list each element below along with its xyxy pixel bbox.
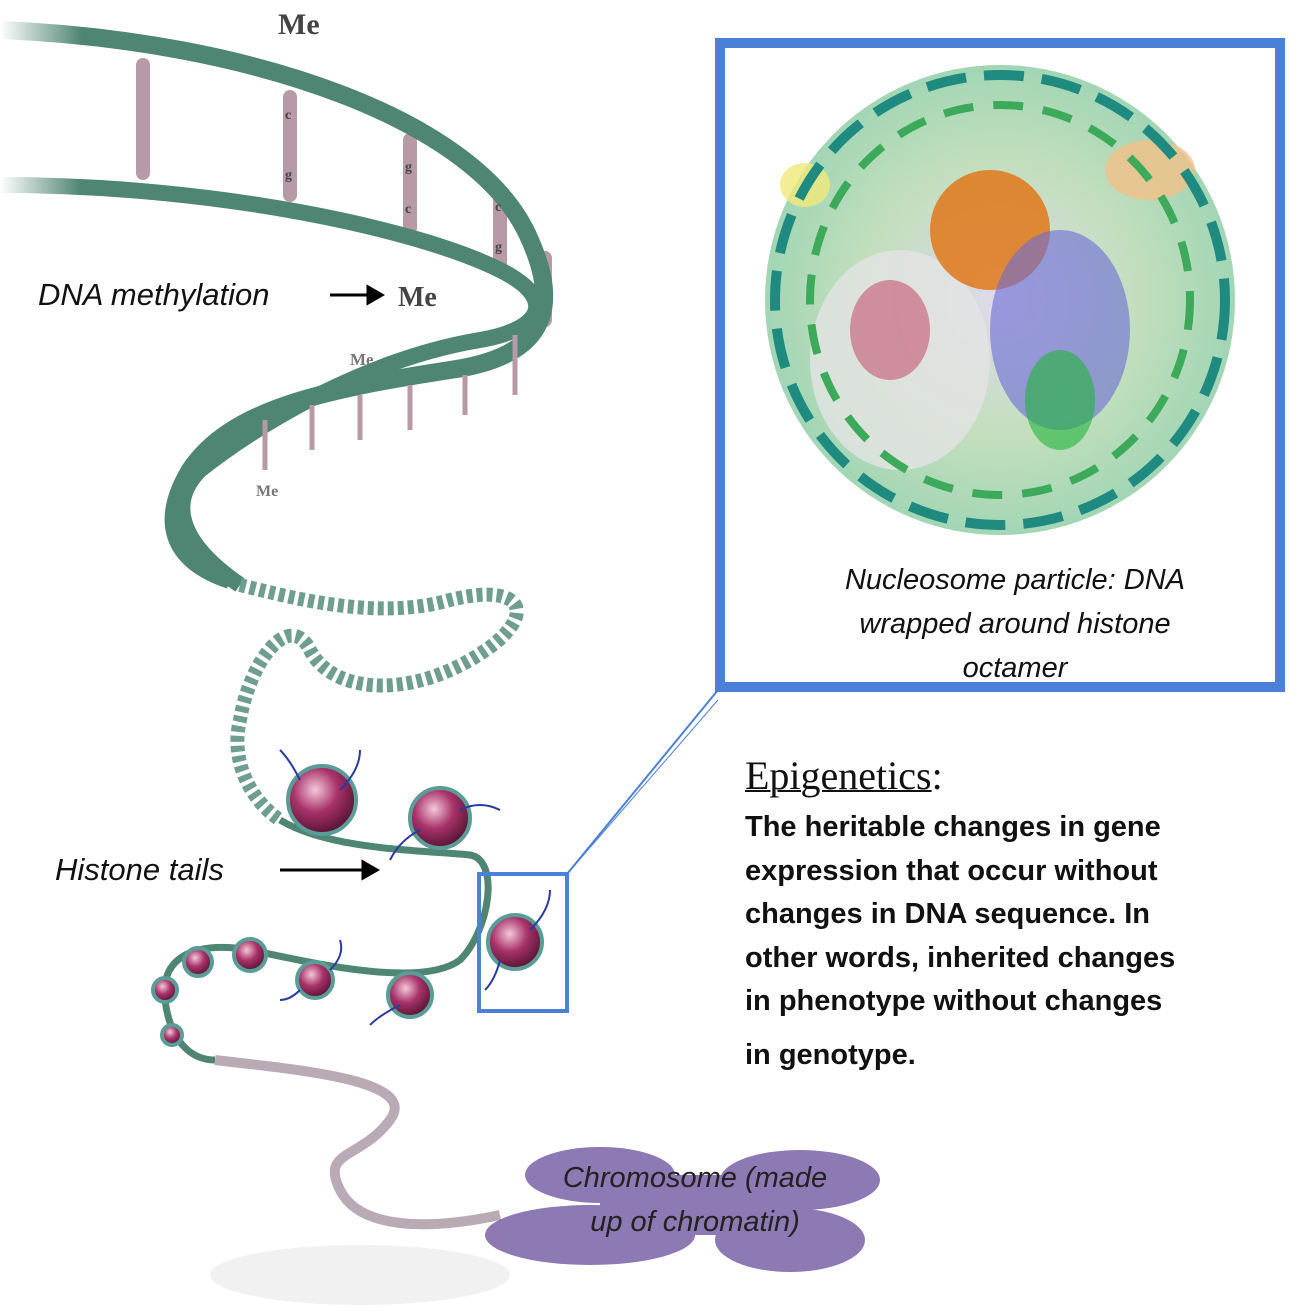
- base-label: c: [405, 202, 412, 217]
- nucleosome-structure: [765, 65, 1235, 535]
- methyl-label: Me: [278, 8, 320, 41]
- definition-line: expression that occur without: [745, 854, 1158, 887]
- definition-line: changes in DNA sequence. In: [745, 898, 1151, 930]
- caption-line: up of chromatin): [590, 1206, 800, 1238]
- definition-line: in genotype.: [745, 1038, 916, 1071]
- caption-line: Nucleosome particle: DNA: [844, 564, 1186, 596]
- base-label: c: [495, 200, 502, 215]
- dna-methylation-label: DNA methylation: [38, 277, 270, 312]
- chromosome-caption: Chromosome (made up of chromatin): [520, 1156, 870, 1244]
- methyl-label: Me: [350, 350, 374, 369]
- base-label: g: [495, 240, 502, 255]
- definition-line: other words, inherited changes: [745, 941, 1176, 974]
- caption-line: Chromosome (made: [562, 1162, 828, 1194]
- nucleosome-caption: Nucleosome particle: DNA wrapped around …: [760, 558, 1270, 690]
- zoom-highlight-box: [477, 872, 569, 1013]
- methyl-label: Me: [398, 282, 437, 313]
- methyl-label: Me: [256, 483, 279, 500]
- epigenetics-title: Epigenetics:: [745, 752, 943, 799]
- base-label: c: [285, 108, 292, 123]
- title-colon: :: [931, 753, 943, 798]
- title-text: Epigenetics: [745, 753, 932, 798]
- histones: [151, 764, 544, 1047]
- dna-strand-bottom: [0, 177, 545, 592]
- histone-tails-label: Histone tails: [55, 852, 224, 887]
- condensed-fiber: [214, 1055, 502, 1230]
- caption-line: octamer: [962, 652, 1068, 684]
- arrows: [280, 284, 386, 881]
- base-label: g: [405, 160, 412, 175]
- base-label: g: [285, 168, 292, 183]
- histone-tails: [279, 749, 551, 1026]
- coiled-dna: [230, 578, 524, 826]
- chromosome: [485, 1147, 880, 1272]
- caption-line: wrapped around histone: [859, 608, 1171, 640]
- definition-line: in phenotype without changes: [745, 985, 1163, 1017]
- epigenetics-definition: The heritable changes in gene expression…: [745, 806, 1305, 1077]
- definition-line: The heritable changes in gene: [745, 811, 1161, 843]
